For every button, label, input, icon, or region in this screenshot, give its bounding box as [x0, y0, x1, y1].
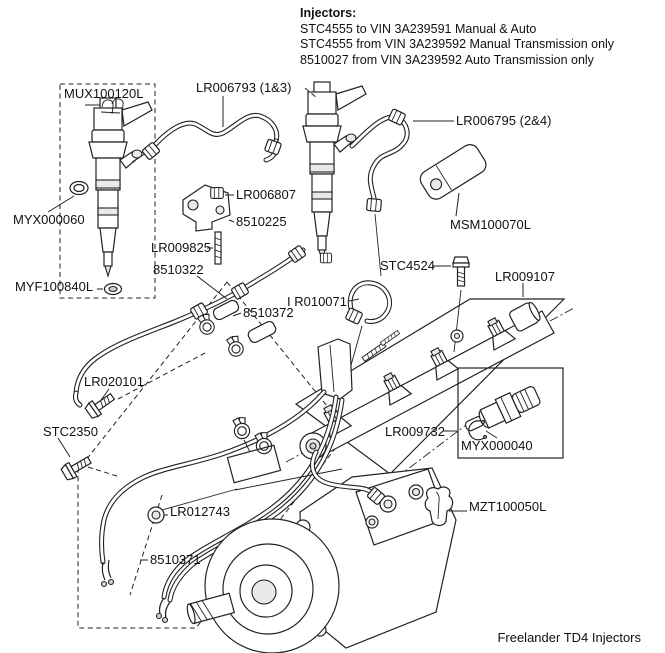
note-line-1: STC4555 to VIN 3A239591 Manual & Auto [300, 21, 537, 36]
sensor-box-drawing [395, 367, 564, 479]
part-label-lr012743: LR012743 [170, 504, 230, 519]
injector-vin-note: Injectors: STC4555 to VIN 3A239591 Manua… [300, 6, 614, 68]
fuel-pipe-lr006793-drawing [141, 96, 283, 163]
fuel-pipe-8510322-drawing [73, 244, 307, 408]
clamp-pair-drawing [226, 415, 282, 484]
washer-myf100840l-drawing [97, 282, 123, 296]
pressure-sensor-drawing [464, 386, 541, 432]
part-label-lr006807: LR006807 [236, 187, 296, 202]
injector1-dashed-box [59, 83, 156, 299]
part-label-msm100070l: MSM100070L [450, 217, 531, 232]
diagram-caption: Freelander TD4 Injectors [497, 630, 641, 645]
nut-lr012743-drawing [147, 506, 168, 524]
note-line-3: 8510027 from VIN 3A239592 Auto Transmiss… [300, 52, 594, 67]
part-label-8510225: 8510225 [236, 214, 287, 229]
bolt-stc4524-drawing [432, 256, 470, 353]
part-label-8510371: 8510371 [150, 552, 201, 567]
injection-pump-drawing [161, 449, 457, 653]
relay-msm100070l-drawing [419, 144, 487, 217]
bolt-stc2350-drawing [57, 437, 121, 483]
part-label-8510322: 8510322 [153, 262, 204, 277]
bracket-8510225-drawing [182, 184, 235, 265]
part-label-stc4524: STC4524 [380, 258, 435, 273]
part-label-lr006793: LR006793 (1&3) [196, 80, 292, 95]
part-label-r010071: I R010071 [287, 294, 347, 309]
part-label-mzt100050l: MZT100050L [469, 499, 547, 514]
fuel-pipe-lr006795-drawing [349, 108, 454, 277]
part-label-lr009825: LR009825 [151, 240, 211, 255]
part-label-myf100840l: MYF100840L [15, 279, 94, 294]
pipe-kit-dashed-box [77, 281, 349, 629]
circlip-myx000040-drawing [468, 420, 486, 441]
injector-1-drawing [85, 97, 153, 277]
hoses-8510372-drawing [195, 299, 277, 359]
part-label-mux100120l: MUX100120L [64, 86, 144, 101]
note-line-2: STC4555 from VIN 3A239592 Manual Transmi… [300, 37, 615, 51]
note-title: Injectors: [300, 6, 357, 20]
part-label-myx000060: MYX000060 [13, 212, 85, 227]
part-label-lr020101: LR020101 [84, 374, 144, 389]
injector-clip-drawing [100, 98, 124, 115]
part-label-8510372: 8510372 [243, 305, 294, 320]
injector-2-drawing [302, 81, 367, 264]
clamp-mzt100050l-drawing [424, 486, 467, 527]
part-label-stc2350: STC2350 [43, 424, 98, 439]
bolt-lr020101-drawing [83, 352, 206, 421]
part-label-lr006795: LR006795 (2&4) [456, 113, 552, 128]
part-label-lr009107: LR009107 [495, 269, 555, 284]
part-label-myx000040: MYX000040 [461, 438, 533, 453]
part-label-lr009732: LR009732 [385, 424, 445, 439]
sealing-washer-myx000060-drawing [47, 180, 89, 213]
